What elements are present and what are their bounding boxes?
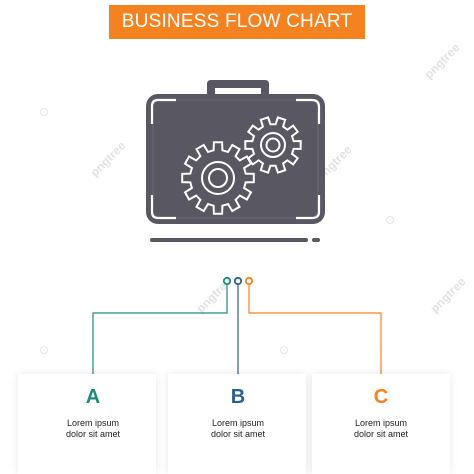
connector-dot-a xyxy=(222,276,232,286)
gear-outline xyxy=(244,116,302,174)
step-text: Lorem ipsum dolor sit amet xyxy=(23,418,163,440)
step-text: Lorem ipsum dolor sit amet xyxy=(311,418,451,440)
page-title: BUSINESS FLOW CHART xyxy=(121,11,353,32)
watermark-dot xyxy=(280,346,288,354)
step-text: Lorem ipsum dolor sit amet xyxy=(168,418,308,440)
gear-hub xyxy=(265,137,281,153)
step-text-line: Lorem ipsum xyxy=(354,418,408,428)
step-text-line: Lorem ipsum xyxy=(66,418,120,428)
gear-hub xyxy=(201,161,235,195)
step-text-line: Lorem ipsum xyxy=(211,418,265,428)
connector-dot-c xyxy=(244,276,254,286)
gear-outline xyxy=(181,141,255,215)
connector-line-a xyxy=(92,285,228,380)
gear-hub xyxy=(208,168,228,188)
connector-dot-b xyxy=(233,276,243,286)
connector-line-c xyxy=(248,285,382,380)
step-text-line: dolor sit amet xyxy=(210,429,266,439)
step-letter: A xyxy=(85,386,101,408)
briefcase-gears-icon xyxy=(146,80,325,242)
title-banner: BUSINESS FLOW CHART xyxy=(109,5,365,39)
watermark-dot xyxy=(40,108,48,116)
watermark-dot xyxy=(40,346,48,354)
gear-small-icon xyxy=(244,116,302,174)
step-text-line: dolor sit amet xyxy=(65,429,121,439)
gear-large-icon xyxy=(181,141,255,215)
step-letter: C xyxy=(373,386,389,408)
watermark-dot xyxy=(386,216,394,224)
step-panel-b xyxy=(168,374,306,474)
gear-hub xyxy=(260,132,286,158)
step-text-line: dolor sit amet xyxy=(353,429,409,439)
step-letter: B xyxy=(230,386,246,408)
step-panel-c xyxy=(312,374,450,474)
step-panel-a xyxy=(18,374,156,474)
